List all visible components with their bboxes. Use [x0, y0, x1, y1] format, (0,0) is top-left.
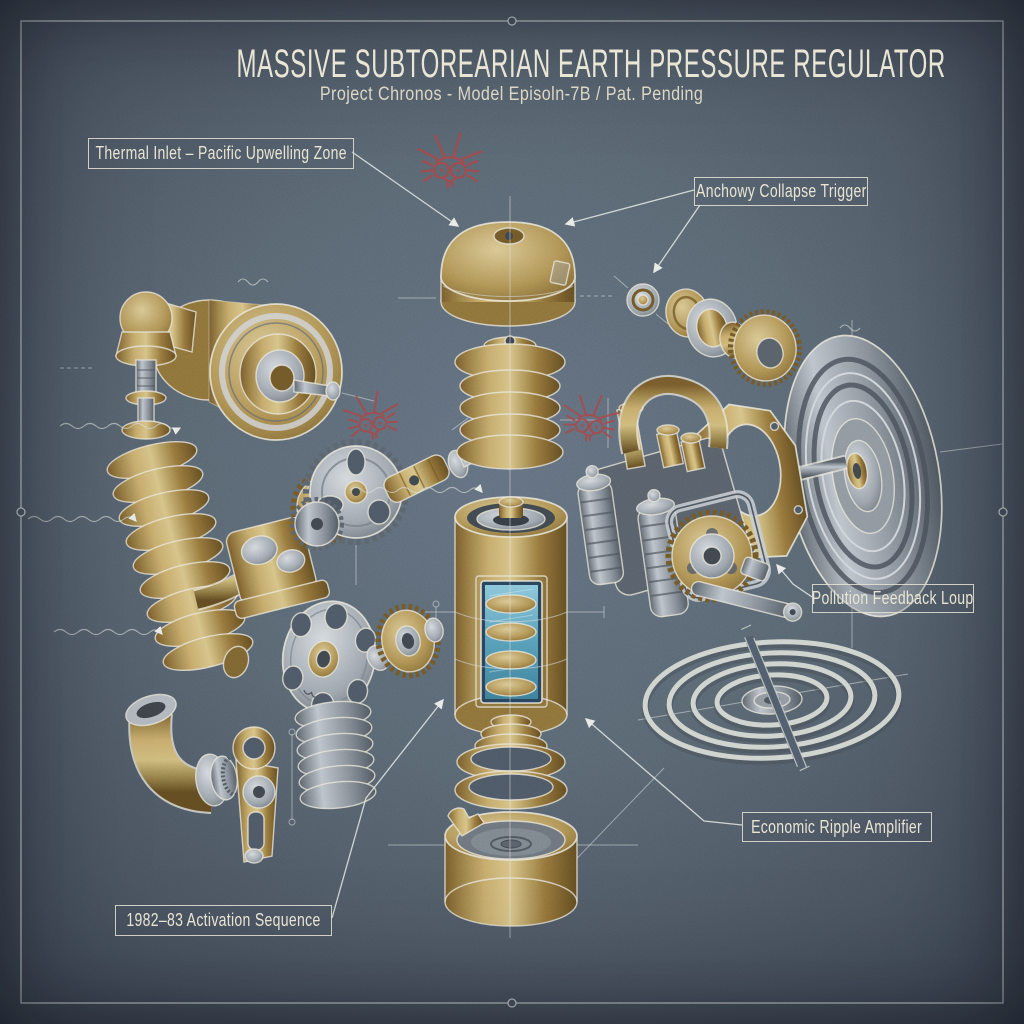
callout-pollution-loop-text: Pollution Feedback Loup [812, 588, 974, 608]
callout-anchovy-trigger: Anchowy Collapse Trigger [694, 177, 868, 206]
page-title-text: MASSIVE SUBTOREARIAN EARTH PRESSURE REGU… [236, 42, 946, 86]
page-subtitle-text: Project Chronos - Model Episoln-7B / Pat… [320, 84, 704, 105]
callout-activation-sequence-text: 1982–83 Activation Sequence [126, 910, 321, 930]
callout-anchovy-trigger-text: Anchowy Collapse Trigger [695, 181, 867, 201]
page-title: MASSIVE SUBTOREARIAN EARTH PRESSURE REGU… [0, 42, 1024, 87]
callout-pollution-loop: Pollution Feedback Loup [812, 584, 974, 613]
page-subtitle: Project Chronos - Model Episoln-7B / Pat… [0, 84, 1024, 106]
callout-activation-sequence: 1982–83 Activation Sequence [115, 905, 332, 936]
callout-economic-amplifier-text: Economic Ripple Amplifier [751, 816, 923, 837]
callout-thermal-inlet-text: Thermal Inlet – Pacific Upwelling Zone [95, 143, 347, 163]
callout-economic-amplifier: Economic Ripple Amplifier [742, 812, 932, 842]
callout-thermal-inlet: Thermal Inlet – Pacific Upwelling Zone [88, 138, 354, 169]
